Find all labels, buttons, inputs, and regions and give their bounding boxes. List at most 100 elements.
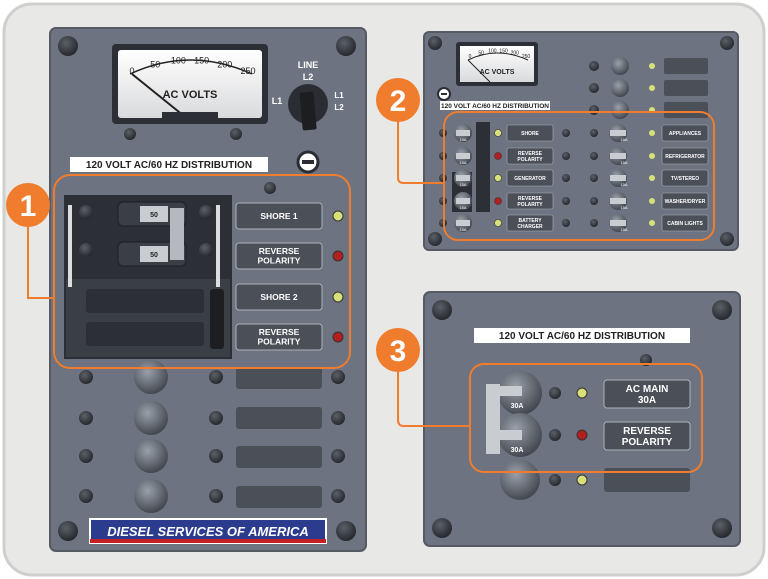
- breaker-toggle[interactable]: [140, 246, 168, 262]
- meter-tick-label: 0: [469, 54, 472, 60]
- circuit-label: BATTERY: [518, 218, 542, 224]
- meter-tick-label: 150: [499, 48, 508, 54]
- circuit-label-plate: [661, 124, 709, 142]
- indicator-led: [332, 291, 344, 303]
- breaker-knob: [611, 79, 629, 97]
- screw-icon: [562, 174, 570, 182]
- circuit-label: POLARITY: [517, 202, 543, 208]
- line-selector-switch[interactable]: LINE L2 L1 L1 L2: [272, 60, 344, 174]
- meter-tick-label: 200: [217, 60, 232, 70]
- screw-icon: [199, 243, 213, 257]
- circuit-label: AC MAIN: [626, 384, 669, 395]
- circuit-label-plate: [235, 202, 323, 230]
- callout-2: 2: [376, 78, 715, 241]
- breaker-toggle[interactable]: [456, 198, 470, 204]
- screw-icon: [264, 182, 276, 194]
- meter-tick-label: 100: [488, 48, 497, 54]
- panel3-header: 120 VOLT AC/60 HZ DISTRIBUTION: [499, 331, 665, 342]
- meter-tick-label: 50: [150, 60, 160, 70]
- empty-label-plate: [664, 102, 708, 118]
- breaker-toggle[interactable]: [610, 220, 626, 226]
- circuit-label: CHARGER: [517, 224, 543, 230]
- callout-3: 3: [376, 328, 703, 473]
- circuit-label: POLARITY: [517, 157, 543, 163]
- circuit-label: GENERATOR: [514, 176, 546, 182]
- breaker-amps: 15A: [620, 160, 627, 165]
- breaker-toggle[interactable]: [456, 220, 470, 226]
- circuit-label: REVERSE: [518, 151, 543, 157]
- indicator-led: [649, 175, 655, 181]
- circuit-label: SHORE: [521, 131, 539, 137]
- indicator-led: [494, 197, 502, 205]
- screw-icon: [590, 174, 598, 182]
- breaker-toggle[interactable]: [610, 130, 626, 136]
- indicator-led: [649, 198, 655, 204]
- breaker-amps: 15A: [459, 137, 466, 142]
- screw-icon: [199, 205, 213, 219]
- breaker-toggle[interactable]: [610, 198, 626, 204]
- breaker-amps: 50: [150, 212, 158, 219]
- screw-icon: [590, 197, 598, 205]
- callout-1: 1: [6, 174, 351, 369]
- circuit-label: TV/STEREO: [671, 176, 699, 182]
- panel-3: 120 VOLT AC/60 HZ DISTRIBUTION 30A 30A A…: [423, 291, 741, 547]
- screw-icon: [590, 219, 598, 227]
- screw-icon: [336, 521, 356, 541]
- breaker-toggle[interactable]: [610, 175, 626, 181]
- indicator-led: [332, 210, 344, 222]
- meter-tick-label: 100: [171, 56, 186, 66]
- circuit-label-plate: [506, 169, 554, 187]
- selector-l1l2-bottom: L2: [334, 103, 344, 112]
- breaker-amps: 15A: [459, 160, 466, 165]
- screw-icon: [590, 129, 598, 137]
- breaker-toggle[interactable]: [456, 175, 470, 181]
- breaker-amps: 30A: [511, 447, 524, 454]
- empty-breaker-slots: [79, 360, 345, 513]
- empty-label-plate: [664, 80, 708, 96]
- circuit-label-plate: [506, 192, 554, 210]
- meter-tick-label: 200: [511, 50, 520, 56]
- screw-icon: [562, 219, 570, 227]
- circuit-label-plate: [235, 283, 323, 311]
- selector-l1-label: L1: [272, 96, 283, 106]
- meter-tick-label: 150: [194, 56, 209, 66]
- selector-l1l2-top: L1: [334, 91, 344, 100]
- circuit-label: REVERSE: [259, 327, 300, 337]
- circuit-label-plate: [506, 214, 554, 232]
- indicator-led: [494, 152, 502, 160]
- circuit-label: CABIN LIGHTS: [667, 221, 703, 227]
- screw-icon: [590, 152, 598, 160]
- meter-needle: [131, 73, 185, 117]
- screw-icon: [589, 61, 599, 71]
- circuit-label-plate: [235, 323, 323, 351]
- circuit-label: SHORE 2: [260, 292, 298, 302]
- breaker-amps: 50: [150, 252, 158, 259]
- indicator-led: [649, 85, 655, 91]
- screw-icon: [562, 152, 570, 160]
- indicator-led: [649, 130, 655, 136]
- breaker-toggle[interactable]: [456, 130, 470, 136]
- indicator-led: [649, 153, 655, 159]
- meter-tick-label: 0: [129, 66, 134, 76]
- meter-tick-label: 50: [478, 50, 484, 56]
- breaker-toggle[interactable]: [498, 430, 522, 440]
- breaker-toggle[interactable]: [140, 206, 168, 222]
- circuit-label-plate: [603, 379, 691, 409]
- circuit-label: REVERSE: [259, 246, 300, 256]
- circuit-label-plate: [603, 421, 691, 451]
- circuit-label: WASHER/DRYER: [665, 199, 706, 205]
- breaker-toggle[interactable]: [610, 153, 626, 159]
- main-breaker-block: 50 50: [64, 195, 232, 359]
- breaker-toggle[interactable]: [498, 386, 522, 396]
- circuit-label: 30A: [638, 395, 656, 406]
- screw-icon: [589, 83, 599, 93]
- circuit-label: POLARITY: [622, 437, 673, 448]
- breaker-toggle[interactable]: [456, 153, 470, 159]
- indicator-led: [576, 387, 588, 399]
- circuit-label-plate: [661, 147, 709, 165]
- screw-icon: [79, 205, 93, 219]
- callout-number: 3: [390, 335, 407, 368]
